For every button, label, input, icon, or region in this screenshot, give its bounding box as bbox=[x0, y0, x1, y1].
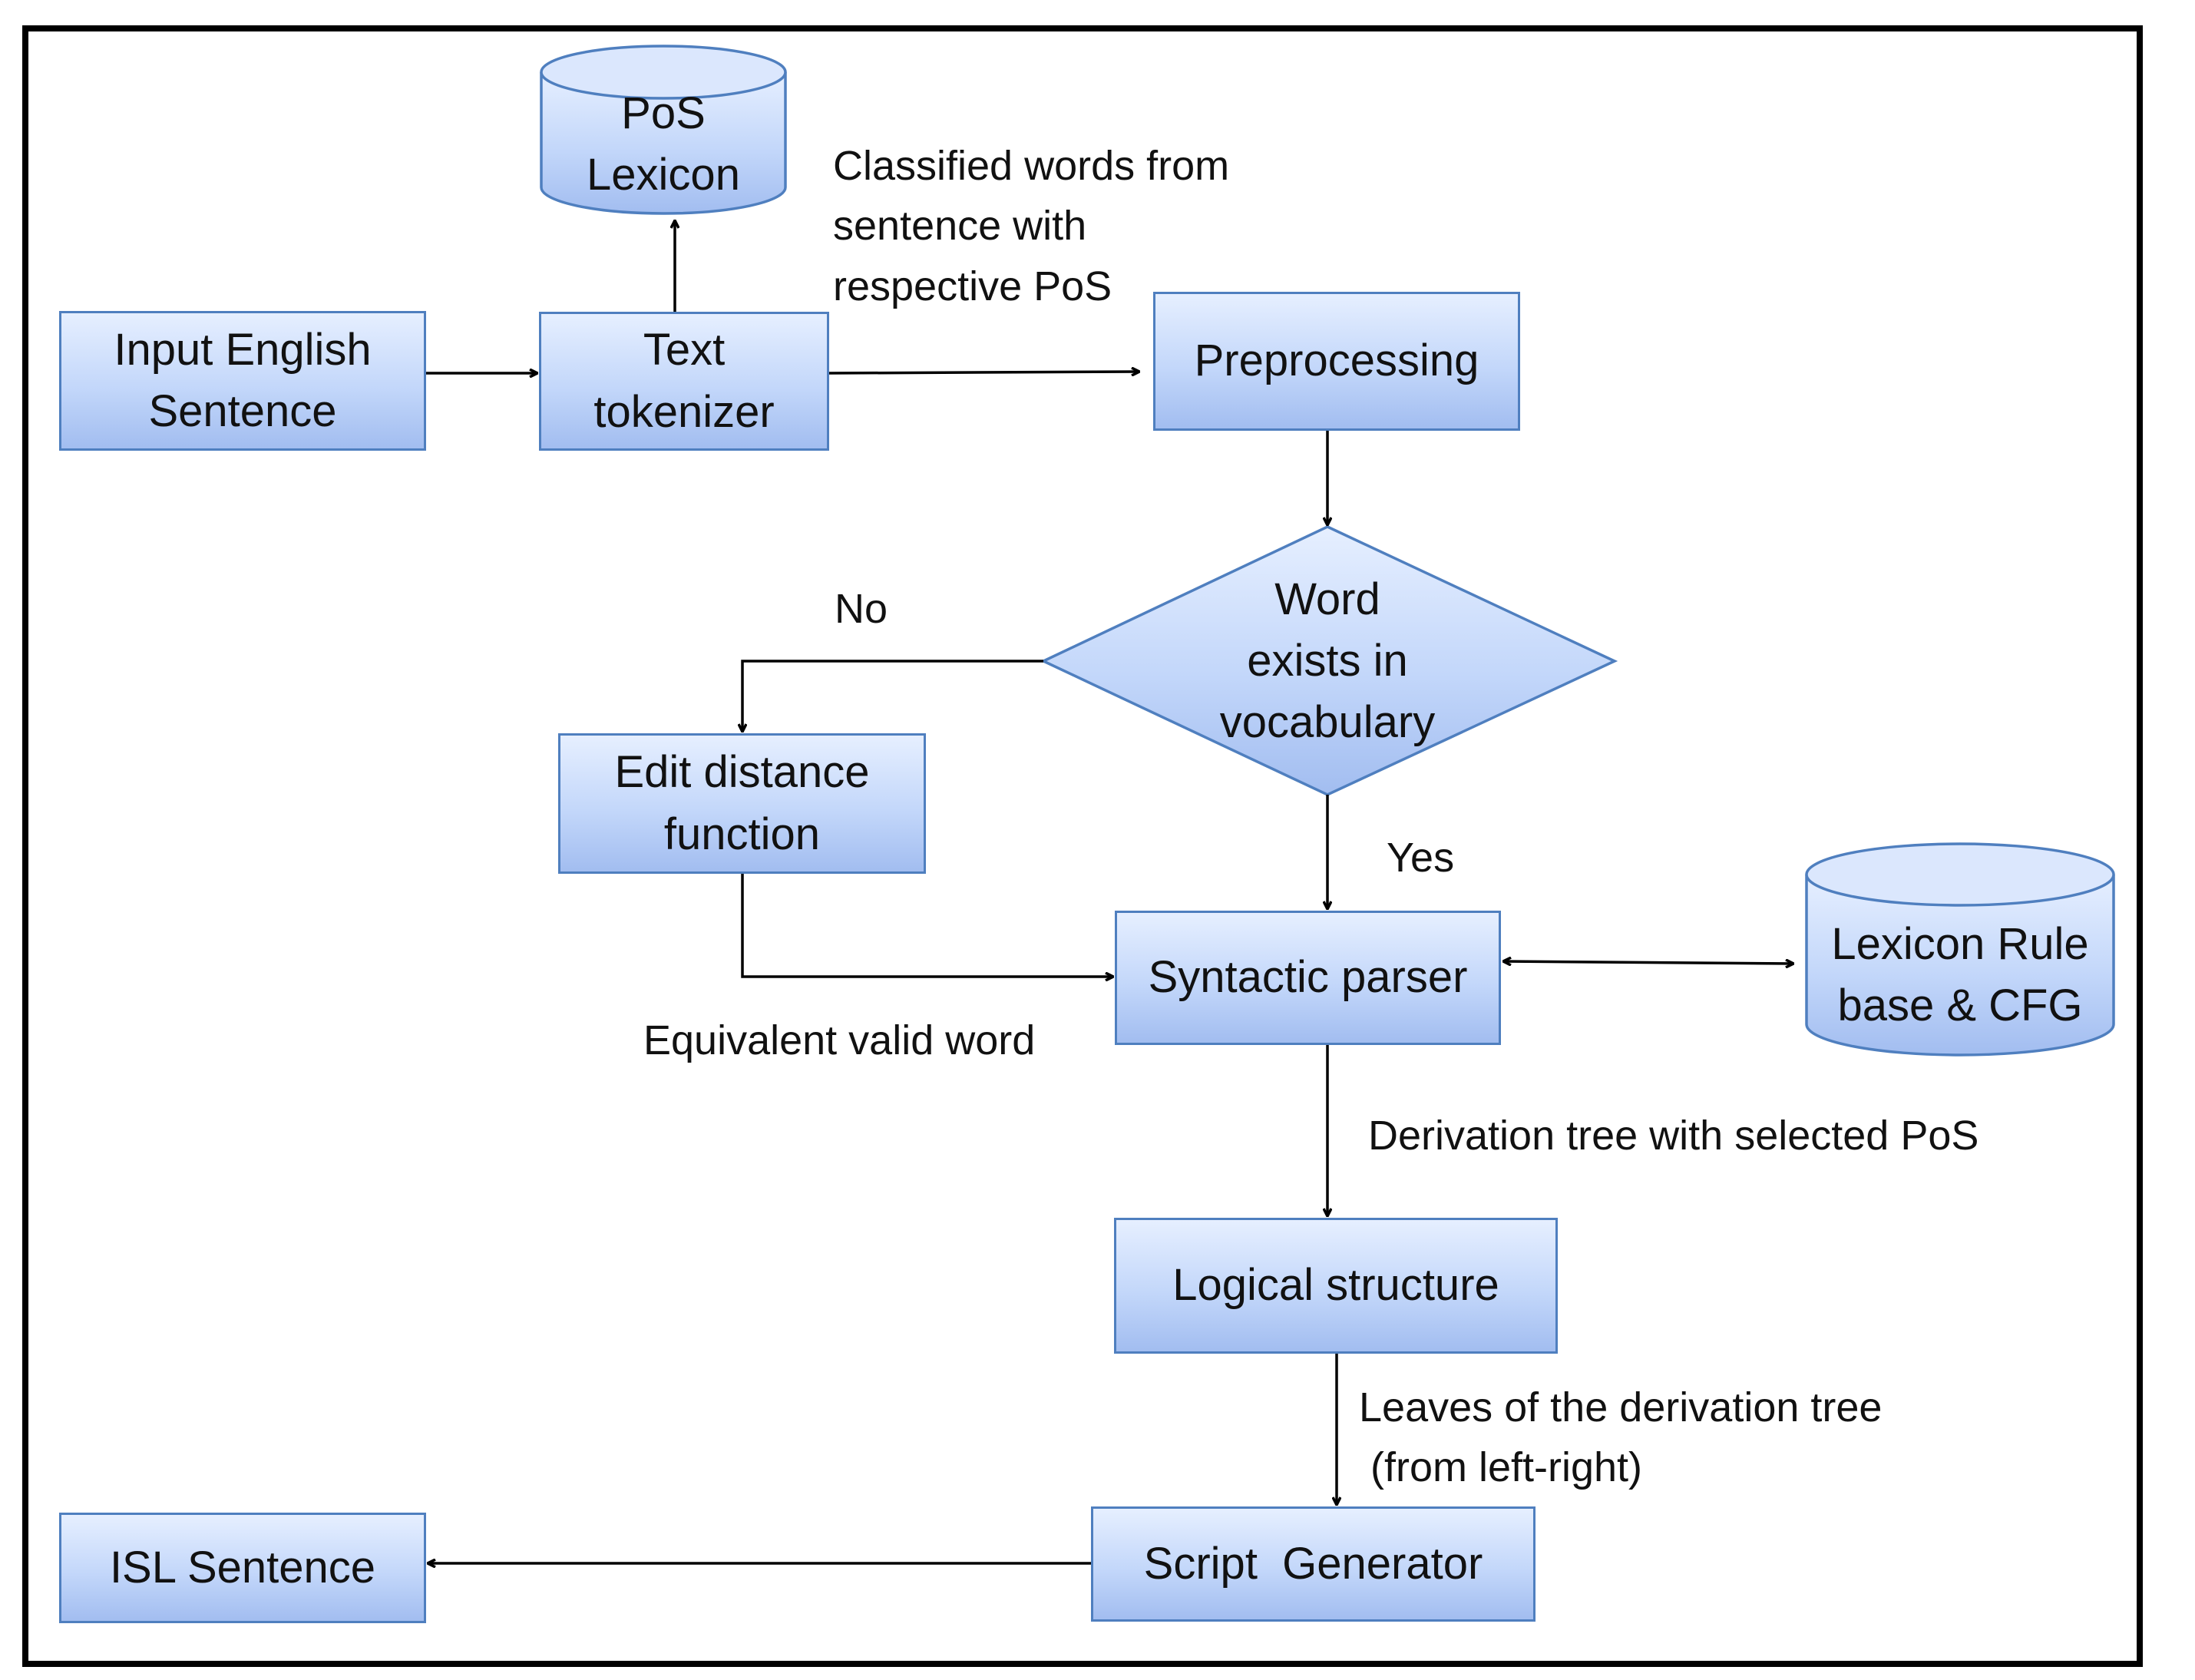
lexicon-rule-base-text: Lexicon Rule base & CFG bbox=[1831, 918, 2089, 1030]
input-english-sentence-box: Input English Sentence bbox=[59, 311, 426, 451]
classified-words-label: Classified words from sentence with resp… bbox=[833, 143, 1230, 309]
lexicon-rule-base-cylinder bbox=[1805, 842, 2115, 1057]
text-tokenizer-box: Text tokenizer bbox=[539, 312, 829, 451]
no-label: No bbox=[835, 586, 888, 632]
yes-label: Yes bbox=[1387, 835, 1455, 881]
script-generator-text: Script Generator bbox=[1143, 1538, 1483, 1589]
diagram-frame bbox=[22, 25, 2143, 1667]
script-generator-box: Script Generator bbox=[1091, 1506, 1536, 1622]
edit-distance-text: Edit distance function bbox=[614, 747, 870, 859]
decision-label-wrap: Word exists in vocabulary bbox=[1136, 557, 1519, 765]
text-tokenizer-text: Text tokenizer bbox=[593, 325, 775, 437]
arrow-tokenizer-to-preprocessing bbox=[828, 372, 1139, 373]
preprocessing-text: Preprocessing bbox=[1194, 336, 1479, 386]
pos-lexicon-text: PoS Lexicon bbox=[587, 88, 740, 200]
derivation-tree-label: Derivation tree with selected PoS bbox=[1368, 1113, 1979, 1159]
isl-sentence-box: ISL Sentence bbox=[59, 1513, 426, 1623]
preprocessing-box: Preprocessing bbox=[1153, 292, 1520, 431]
pos-lexicon-label-wrap: PoS Lexicon bbox=[541, 83, 785, 206]
logical-structure-text: Logical structure bbox=[1172, 1260, 1499, 1311]
lexicon-rule-base-label-wrap: Lexicon Rule base & CFG bbox=[1807, 898, 2114, 1052]
arrow-edit-distance-to-parser bbox=[741, 874, 1113, 977]
input-english-sentence-text: Input English Sentence bbox=[114, 324, 372, 436]
pos-lexicon-cylinder bbox=[540, 45, 787, 215]
isl-sentence-text: ISL Sentence bbox=[109, 1542, 376, 1592]
decision-text: Word exists in vocabulary bbox=[1219, 574, 1436, 748]
syntactic-parser-box: Syntactic parser bbox=[1115, 911, 1501, 1045]
syntactic-parser-text: Syntactic parser bbox=[1148, 952, 1468, 1003]
equivalent-valid-word-label: Equivalent valid word bbox=[643, 1017, 1036, 1063]
arrow-decision-no-to-edit-distance bbox=[742, 660, 1043, 732]
logical-structure-box: Logical structure bbox=[1114, 1218, 1558, 1354]
arrow-parser-lexicon-bidirectional bbox=[1503, 961, 1793, 964]
leaves-label: Leaves of the derivation tree (from left… bbox=[1359, 1384, 1883, 1491]
edit-distance-box: Edit distance function bbox=[558, 733, 926, 874]
